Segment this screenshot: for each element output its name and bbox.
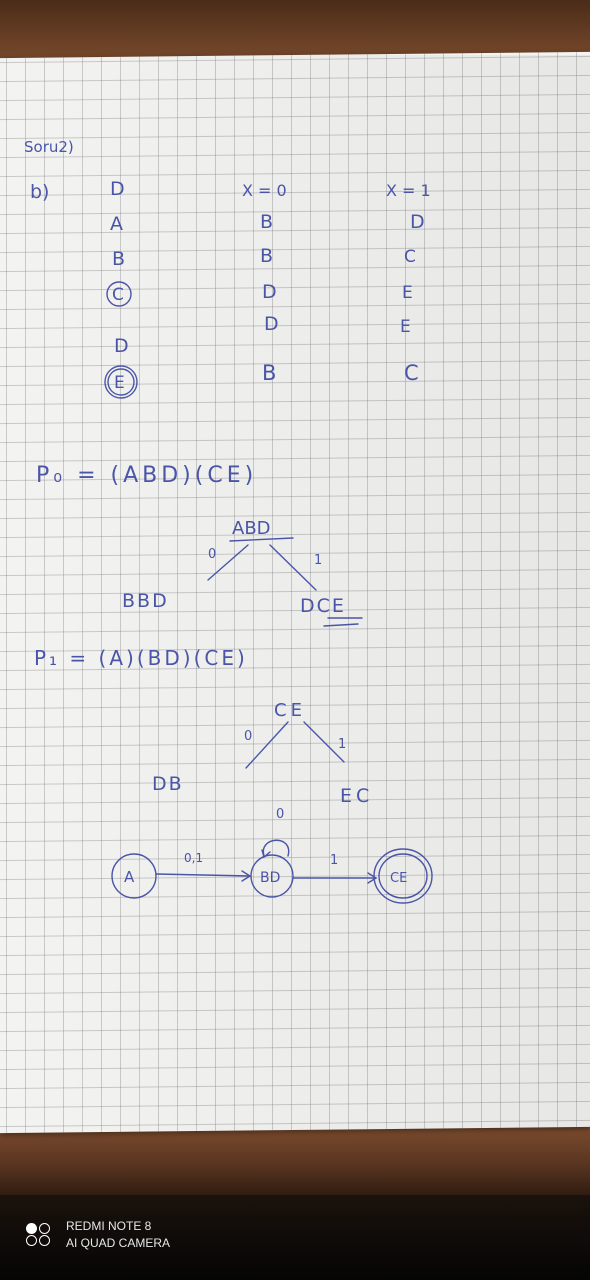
col3-item-3: E (400, 317, 411, 337)
col1-item-3: C (112, 285, 124, 305)
col3-item-0: D (410, 211, 425, 233)
col2-item-0: B (260, 211, 273, 233)
camera-watermark: REDMI NOTE 8 AI QUAD CAMERA (26, 1218, 170, 1252)
tree1-left-edge (207, 544, 249, 581)
col3-item-4: C (404, 361, 419, 385)
final-state-circle-c (106, 281, 132, 307)
transition-a-bd-arrowhead (241, 870, 252, 882)
part-label: b) (30, 181, 49, 203)
col3-item-2: E (402, 283, 413, 303)
tree2-right-node: EC (340, 785, 373, 807)
state-column: D A B C D E (104, 178, 138, 399)
split-tree-2: CE 0 1 DB EC (152, 700, 373, 807)
tree1-edge-1: 1 (314, 553, 322, 568)
x0-column: X = 0 B B D D B (242, 181, 287, 385)
col1-item-2: B (112, 248, 125, 270)
tree1-root: ABD (232, 518, 271, 539)
tree2-edge-0: 0 (244, 729, 252, 744)
tree1-underline-b (323, 623, 359, 627)
col2-item-4: B (262, 361, 276, 385)
watermark-line-2: AI QUAD CAMERA (66, 1236, 171, 1250)
tree1-edge-0: 0 (208, 547, 216, 562)
col1-item-4: D (114, 335, 129, 357)
final-state-outer-circle-e (104, 365, 138, 399)
col1-item-5: E (114, 373, 125, 393)
state-ce-label: CE (390, 871, 407, 886)
col3-item-1: C (404, 247, 416, 267)
p0-partition: P₀ = (ABD)(CE) (36, 463, 257, 488)
tree1-root-underline (229, 537, 294, 542)
col1-item-1: A (110, 213, 123, 235)
transition-bd-label: 1 (330, 853, 338, 868)
tree2-left-edge (245, 721, 289, 769)
col2-header: X = 0 (242, 181, 287, 200)
p1-partition: P₁ = (A)(BD)(CE) (34, 646, 248, 670)
state-ce-inner-circle (378, 853, 428, 899)
self-loop-arrowhead (261, 849, 271, 859)
transition-a-label: 0,1 (184, 851, 203, 865)
tree2-left-node: DB (152, 773, 184, 795)
transition-bd-ce-arrowhead (367, 872, 378, 884)
tree2-edge-1: 1 (338, 737, 346, 752)
col1-item-0: D (110, 178, 125, 200)
state-a-label: A (124, 868, 135, 886)
col2-item-2: D (262, 281, 277, 303)
state-ce-outer-circle (373, 848, 433, 904)
minimized-dfa: A 0,1 BD 0 1 CE (111, 807, 433, 904)
split-tree-1: ABD 0 1 BBD DCE (122, 518, 363, 627)
col2-item-1: B (260, 245, 273, 267)
col2-item-3: D (264, 313, 279, 335)
self-loop-label: 0 (276, 807, 284, 822)
tree2-right-edge (303, 721, 345, 763)
transition-a-bd (155, 873, 251, 877)
state-bd-circle (250, 854, 294, 898)
tree1-right-node: DCE (300, 595, 346, 617)
state-bd-self-loop (262, 839, 290, 857)
tree1-left-node: BBD (122, 590, 169, 612)
tree1-right-edge (269, 544, 317, 591)
state-a-circle (111, 853, 157, 899)
x1-column: X = 1 D C E E C (386, 181, 431, 385)
tree2-root: CE (274, 700, 306, 721)
camera-logo-icon (26, 1223, 56, 1247)
notes-header: Soru2) (24, 138, 74, 156)
watermark-line-1: REDMI NOTE 8 (66, 1219, 152, 1233)
col3-header: X = 1 (386, 181, 431, 200)
dark-floor (0, 1195, 590, 1280)
final-state-circle-e (107, 368, 135, 396)
state-bd-label: BD (260, 870, 280, 886)
